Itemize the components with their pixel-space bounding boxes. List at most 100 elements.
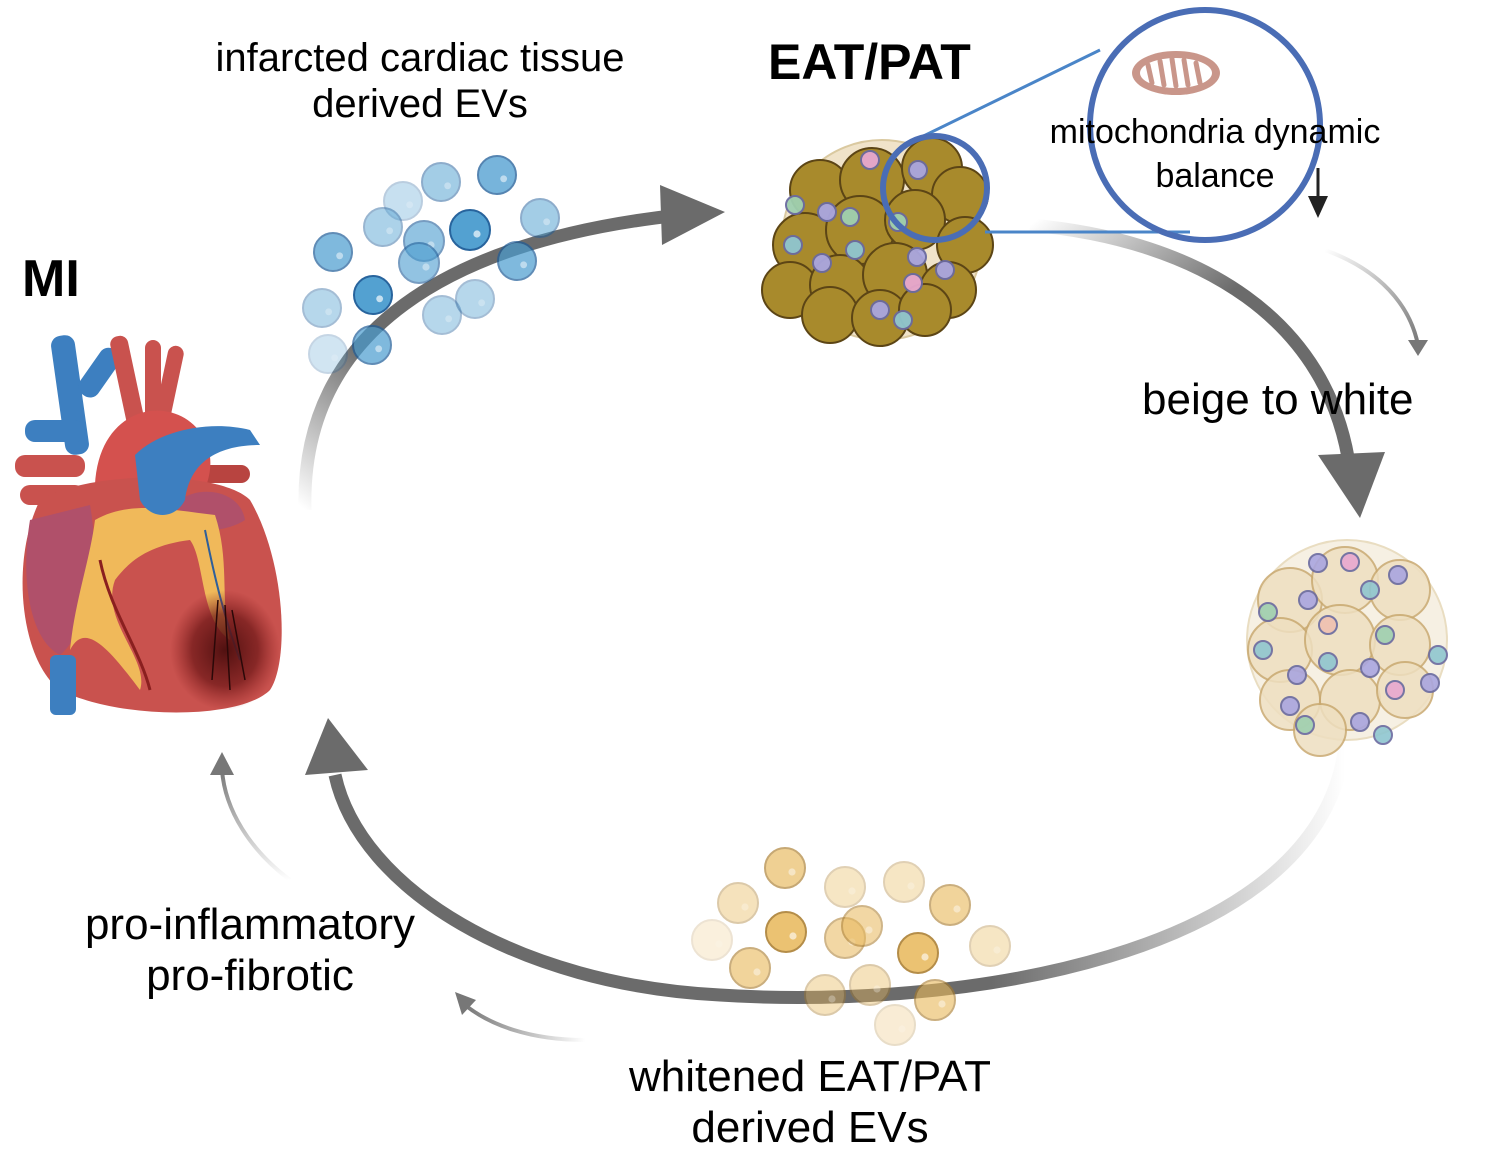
- gold-ev-0-highlight: [788, 868, 796, 876]
- whitened-evs-line2: derived EVs: [691, 1102, 929, 1152]
- gold-ev-11: [729, 947, 771, 989]
- arrowhead-to-white: [1318, 452, 1385, 518]
- infarcted-evs-line1: infarcted cardiac tissue: [215, 36, 625, 80]
- mi-label: MI: [22, 250, 80, 308]
- blue-ev-1: [421, 162, 461, 202]
- gold-ev-8: [841, 905, 883, 947]
- gold-ev-15: [874, 1004, 916, 1046]
- mito-label: mitochondria dynamic balance: [990, 110, 1440, 198]
- immune-cell-3: [812, 253, 832, 273]
- gold-ev-10-highlight: [993, 946, 1001, 954]
- beige-to-white-label: beige to white: [1142, 375, 1414, 424]
- arrowhead-to-eat: [660, 185, 725, 245]
- gold-ev-10: [969, 925, 1011, 967]
- gold-ev-6: [765, 911, 807, 953]
- eat-pat-label: EAT/PAT: [768, 34, 971, 90]
- infarcted-evs-label: infarcted cardiac tissue derived EVs: [110, 35, 730, 127]
- blue-ev-12-highlight: [445, 315, 453, 323]
- blue-ev-1-highlight: [444, 182, 452, 190]
- thin-arrow-proinflam: [220, 769, 292, 882]
- heart-illustration: [15, 335, 282, 715]
- immune-cell-2: [845, 240, 865, 260]
- gold-ev-3-highlight: [907, 882, 915, 890]
- thin-arrowhead-mito: [1408, 340, 1428, 356]
- infarcted-evs-line2: derived EVs: [312, 82, 528, 126]
- white-immune-cell-1: [1340, 552, 1360, 572]
- immune-cell-4: [860, 150, 880, 170]
- gold-ev-1: [717, 882, 759, 924]
- blue-ev-10: [497, 241, 537, 281]
- gold-ev-4-highlight: [953, 905, 961, 913]
- immune-cell-5: [908, 160, 928, 180]
- arrow-to-eat: [298, 208, 681, 511]
- thin-arrow-whitened: [463, 1003, 586, 1042]
- gold-ev-12-highlight: [828, 995, 836, 1003]
- arrowhead-to-heart: [305, 718, 368, 775]
- gold-ev-2-highlight: [848, 887, 856, 895]
- white-immune-cell-13: [1420, 673, 1440, 693]
- blue-ev-vesicles: [302, 155, 560, 374]
- gold-ev-4: [929, 884, 971, 926]
- brown-adipose-tissue: [761, 137, 994, 347]
- thin-arrowhead-proinflam: [210, 752, 234, 775]
- arrow-back-to-heart: [328, 744, 1352, 1004]
- blue-ev-7: [520, 198, 560, 238]
- blue-ev-5-highlight: [422, 263, 430, 271]
- gold-ev-1-highlight: [741, 903, 749, 911]
- immune-cell-13: [785, 195, 805, 215]
- white-immune-cell-18: [1373, 725, 1393, 745]
- immune-cell-9: [935, 260, 955, 280]
- gold-ev-5: [691, 919, 733, 961]
- white-immune-cell-0: [1308, 553, 1328, 573]
- immune-cell-12: [783, 235, 803, 255]
- blue-ev-3: [363, 207, 403, 247]
- blue-ev-2-highlight: [500, 175, 508, 183]
- magnifier-circle: [880, 7, 1323, 243]
- blue-ev-11-highlight: [325, 308, 333, 316]
- blue-ev-8: [313, 232, 353, 272]
- blue-ev-7-highlight: [543, 218, 551, 226]
- gold-ev-5-highlight: [715, 940, 723, 948]
- brown-adipocyte-12: [801, 286, 859, 344]
- blue-ev-0-highlight: [406, 201, 414, 209]
- white-immune-cell-14: [1385, 680, 1405, 700]
- gold-ev-6-highlight: [789, 932, 797, 940]
- blue-ev-6: [449, 209, 491, 251]
- gold-ev-3: [883, 861, 925, 903]
- blue-ev-13: [455, 279, 495, 319]
- immune-cell-10: [870, 300, 890, 320]
- gold-ev-15-highlight: [898, 1025, 906, 1033]
- immune-cell-0: [817, 202, 837, 222]
- mitochondrion-icon: [1132, 51, 1220, 95]
- whitened-evs-line1: whitened EAT/PAT: [629, 1052, 991, 1101]
- blue-ev-13-highlight: [478, 299, 486, 307]
- mito-line2: balance: [1155, 157, 1275, 196]
- blue-ev-14: [308, 334, 348, 374]
- gold-ev-9-highlight: [921, 953, 929, 961]
- white-immune-cell-10: [1318, 652, 1338, 672]
- white-immune-cell-8: [1253, 640, 1273, 660]
- white-immune-cell-7: [1375, 625, 1395, 645]
- gold-ev-13: [849, 964, 891, 1006]
- gold-ev-12: [804, 974, 846, 1016]
- white-immune-cell-15: [1280, 696, 1300, 716]
- blue-ev-5: [398, 242, 440, 284]
- cycle-arrows: [210, 185, 1428, 1042]
- blue-ev-0: [383, 181, 423, 221]
- blue-ev-3-highlight: [386, 227, 394, 235]
- gold-ev-14-highlight: [938, 1000, 946, 1008]
- blue-ev-6-highlight: [473, 230, 481, 238]
- gold-ev-8-highlight: [865, 926, 873, 934]
- white-adipose-tissue: [1246, 539, 1448, 757]
- gold-ev-13-highlight: [873, 985, 881, 993]
- gold-ev-9: [897, 932, 939, 974]
- white-immune-cell-12: [1428, 645, 1448, 665]
- thin-arrow-mito: [1324, 248, 1420, 346]
- blue-ev-15-highlight: [375, 345, 383, 353]
- gold-ev-0: [764, 847, 806, 889]
- white-immune-cell-17: [1350, 712, 1370, 732]
- white-immune-cell-3: [1360, 580, 1380, 600]
- white-immune-cell-6: [1318, 615, 1338, 635]
- pro-fibrotic-line: pro-fibrotic: [146, 950, 354, 1000]
